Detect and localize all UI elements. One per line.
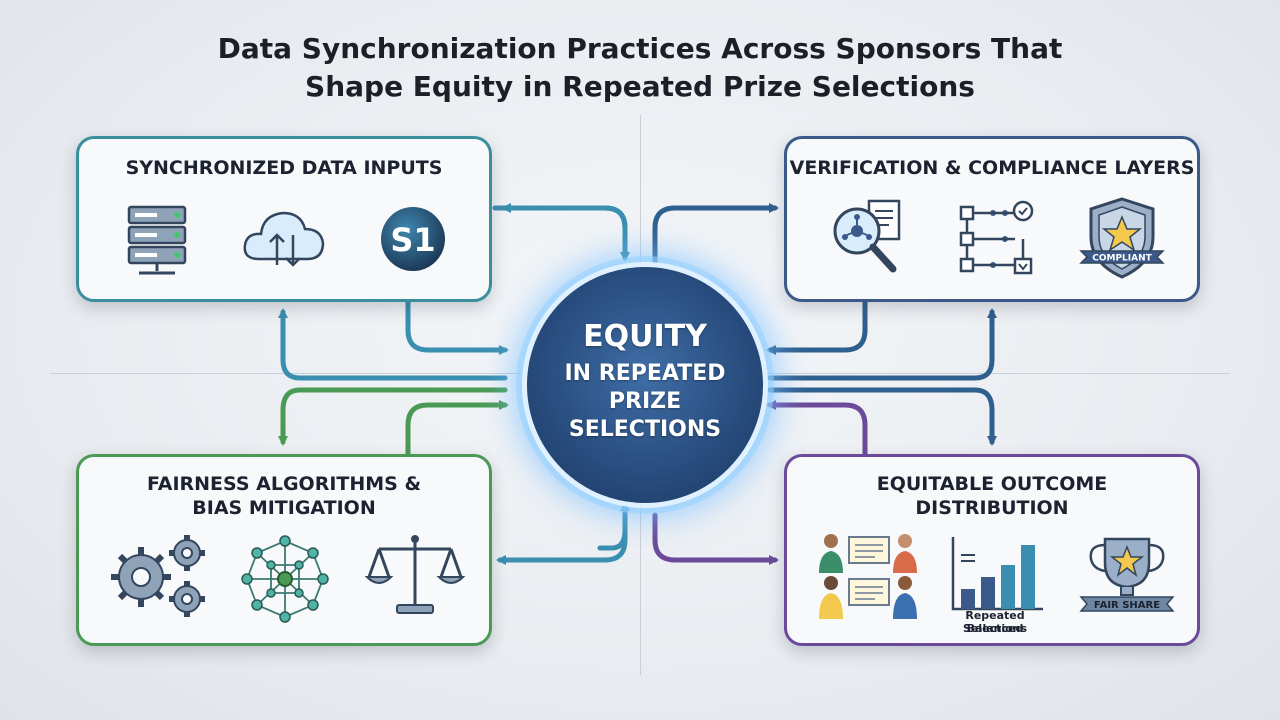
server-icon — [127, 205, 187, 275]
shield-star-icon: COMPLIANT — [1079, 197, 1165, 279]
fair-share-text: FAIR SHARE — [1094, 600, 1160, 611]
card-title: SYNCHRONIZED DATA INPUTS — [125, 157, 443, 179]
chart-label-line-1: Repeated Selections — [962, 609, 1028, 635]
connector-hub-to-tr-side — [767, 308, 997, 381]
connector-tl-bottom-to-hub — [405, 299, 509, 355]
hub-line-4: SELECTIONS — [568, 417, 722, 442]
s1-logo-icon: S1 — [381, 207, 445, 271]
connector-hub-to-tl-side — [278, 308, 508, 381]
connector-hub-to-tr — [652, 203, 779, 268]
card-title-line-2: DISTRIBUTION — [915, 497, 1069, 519]
card-fairness-algorithms: FAIRNESS ALGORITHMS & BIAS MITIGATION — [76, 454, 492, 646]
connector-tr-bottom-to-hub — [766, 299, 868, 355]
connector-hub-to-bl — [496, 512, 628, 565]
trophy-icon: FAIR SHARE — [1079, 537, 1175, 612]
people-certificates-icon — [819, 534, 917, 619]
flowchart-icon — [959, 200, 1034, 275]
chart-label-line-2: Balanced — [966, 622, 1024, 635]
compliant-badge-text: COMPLIANT — [1092, 254, 1152, 264]
page-title-line-1: Data Synchronization Practices Across Sp… — [217, 32, 1063, 65]
page-title-line-2: Shape Equity in Repeated Prize Selection… — [305, 70, 975, 103]
network-icon — [241, 535, 329, 623]
connector-bl-top-to-hub — [405, 400, 509, 458]
connector-br-top-to-hub — [766, 400, 868, 458]
s1-logo-text: S1 — [390, 221, 435, 259]
card-title-line-1: FAIRNESS ALGORITHMS & — [146, 473, 422, 495]
hub-circle: EQUITY IN REPEATED PRIZE SELECTIONS — [522, 262, 768, 508]
card-title: VERIFICATION & COMPLIANCE LAYERS — [789, 157, 1195, 179]
connector-hub-to-tl — [501, 203, 628, 248]
card-equitable-outcome: EQUITABLE OUTCOME DISTRIBUTION Repeated … — [784, 454, 1200, 646]
magnifier-document-icon — [833, 199, 901, 273]
connector-bl-to-hub-bottom — [597, 501, 630, 551]
card-synchronized-data-inputs: SYNCHRONIZED DATA INPUTS S1 — [76, 136, 492, 302]
card-title-line-2: BIAS MITIGATION — [192, 497, 376, 519]
connector-hub-to-br-side — [767, 387, 997, 446]
hub-line-2: IN REPEATED — [564, 361, 726, 386]
card-title-line-1: EQUITABLE OUTCOME — [876, 473, 1108, 495]
connector-hub-to-br — [652, 512, 779, 565]
connector-tl-to-hub-top — [492, 205, 630, 262]
gears-icon — [111, 535, 205, 617]
cloud-sync-icon — [243, 211, 325, 267]
connector-hub-to-bl-side — [278, 387, 508, 446]
card-verification-compliance: VERIFICATION & COMPLIANCE LAYERS COMPLIA… — [784, 136, 1200, 302]
hub-line-3: PRIZE — [608, 389, 682, 414]
scales-icon — [365, 535, 465, 614]
bar-chart-icon — [951, 537, 1043, 611]
hub-line-1: EQUITY — [583, 319, 707, 354]
